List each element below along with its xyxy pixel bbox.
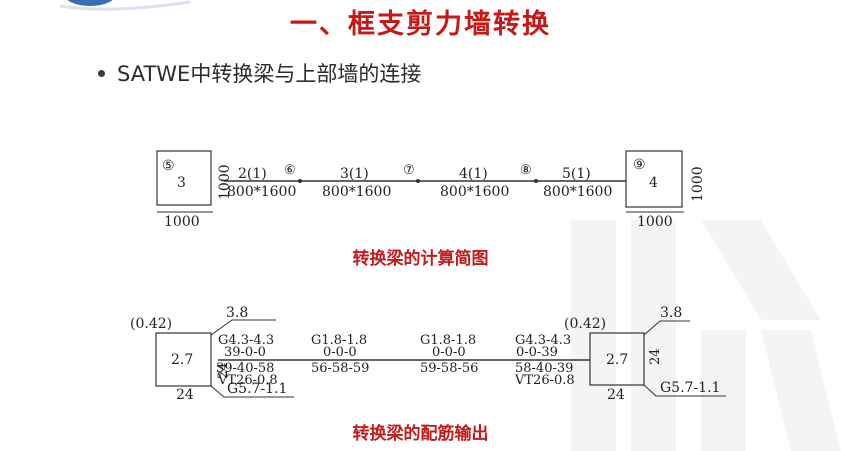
- beam-label-line2: 0-0-39: [516, 345, 558, 360]
- beam-label-line4: VT26-0.8: [514, 373, 575, 388]
- span-size: 800*1600: [227, 184, 296, 200]
- beam-node-point: [416, 179, 420, 183]
- right-column-label: 4: [649, 175, 658, 191]
- left-column-width: 1000: [164, 214, 200, 230]
- span-size: 800*1600: [440, 184, 509, 200]
- span-size: 800*1600: [322, 184, 391, 200]
- beam-node-point: [534, 179, 538, 183]
- beam-node-label: ⑦: [403, 163, 415, 178]
- right-column-ratio: (0.42): [564, 316, 606, 332]
- right-column-label: 2.7: [606, 352, 628, 368]
- span-size: 800*1600: [543, 184, 612, 200]
- beam-label-line3: 39-40-58: [216, 361, 274, 376]
- beam-label-line1: G4.3-4.3: [218, 333, 274, 348]
- right-column-height: 24: [648, 348, 663, 365]
- left-column-ratio: (0.42): [130, 316, 172, 332]
- left-top-leader: [210, 319, 276, 336]
- span-id: 2(1): [238, 166, 267, 182]
- beam-node-point: [298, 179, 302, 183]
- right-column-node: ⑨: [633, 157, 646, 173]
- right-column-box: [589, 332, 645, 386]
- left-column-width: 24: [176, 387, 194, 403]
- beam-label-line1: G1.8-1.8: [420, 333, 476, 348]
- watermark-logo-icon: [571, 220, 841, 451]
- beam-label-line1: G4.3-4.3: [515, 333, 571, 348]
- diagram2-caption: 转换梁的配筋输出: [352, 424, 489, 444]
- left-column-node: ⑤: [162, 158, 175, 174]
- diagram1-caption: 转换梁的计算简图: [352, 249, 489, 269]
- beam-label-line3: 56-58-59: [311, 361, 369, 376]
- left-column-label: 2.7: [171, 352, 193, 368]
- beam-node-label: ⑥: [284, 163, 296, 178]
- slide-title: 一、框支剪力墙转换: [290, 9, 551, 40]
- right-bottom-leader: [643, 384, 726, 397]
- right-column-width: 24: [607, 387, 625, 403]
- beam-label-line2: 0-0-0: [323, 345, 357, 360]
- left-column-height: 1000: [217, 164, 233, 200]
- span-id: 4(1): [459, 166, 488, 182]
- right-column-box: [625, 150, 683, 208]
- span-id: 3(1): [340, 166, 369, 182]
- calculation-diagram: ⑤ 3 1000 1000 ⑨ 4 1000 1000 ⑥ ⑦ ⑧ 2(1) 8…: [156, 150, 706, 230]
- span-id: 5(1): [562, 166, 591, 182]
- beam-label-line2: 0-0-0: [432, 345, 466, 360]
- left-column-box: [155, 332, 212, 387]
- left-bottom-leader: [210, 385, 294, 398]
- beam-label-line3: 58-40-39: [515, 361, 573, 376]
- left-bottom-note: G5.7-1.1: [227, 381, 287, 397]
- left-column-label: 3: [177, 175, 186, 191]
- right-top-leader: [643, 320, 690, 336]
- beam-label-line4: VT26-0.8: [217, 373, 278, 388]
- bullet-text: SATWE中转换梁与上部墙的连接: [117, 62, 422, 86]
- bullet-dot-icon: [98, 69, 105, 77]
- left-column-box: [156, 150, 212, 206]
- right-bottom-note: G5.7-1.1: [660, 380, 720, 396]
- beam-label-line1: G1.8-1.8: [311, 333, 367, 348]
- beam-label-line3: 59-58-56: [420, 361, 478, 376]
- beam-label-line2: 39-0-0: [224, 345, 266, 360]
- bullet-point: SATWE中转换梁与上部墙的连接: [98, 58, 421, 88]
- beam-node-label: ⑧: [520, 163, 532, 178]
- right-top-note: 3.8: [660, 305, 682, 321]
- logo-swoosh-icon: [59, 0, 191, 11]
- reinforcement-diagram: (0.42) 2.7 24 24 3.8 G5.7-1.1 (0.42) 2.7…: [130, 305, 726, 403]
- left-top-note: 3.8: [226, 305, 248, 321]
- right-column-width: 1000: [637, 214, 673, 230]
- left-column-height: 24: [216, 362, 231, 379]
- right-column-height: 1000: [690, 166, 706, 202]
